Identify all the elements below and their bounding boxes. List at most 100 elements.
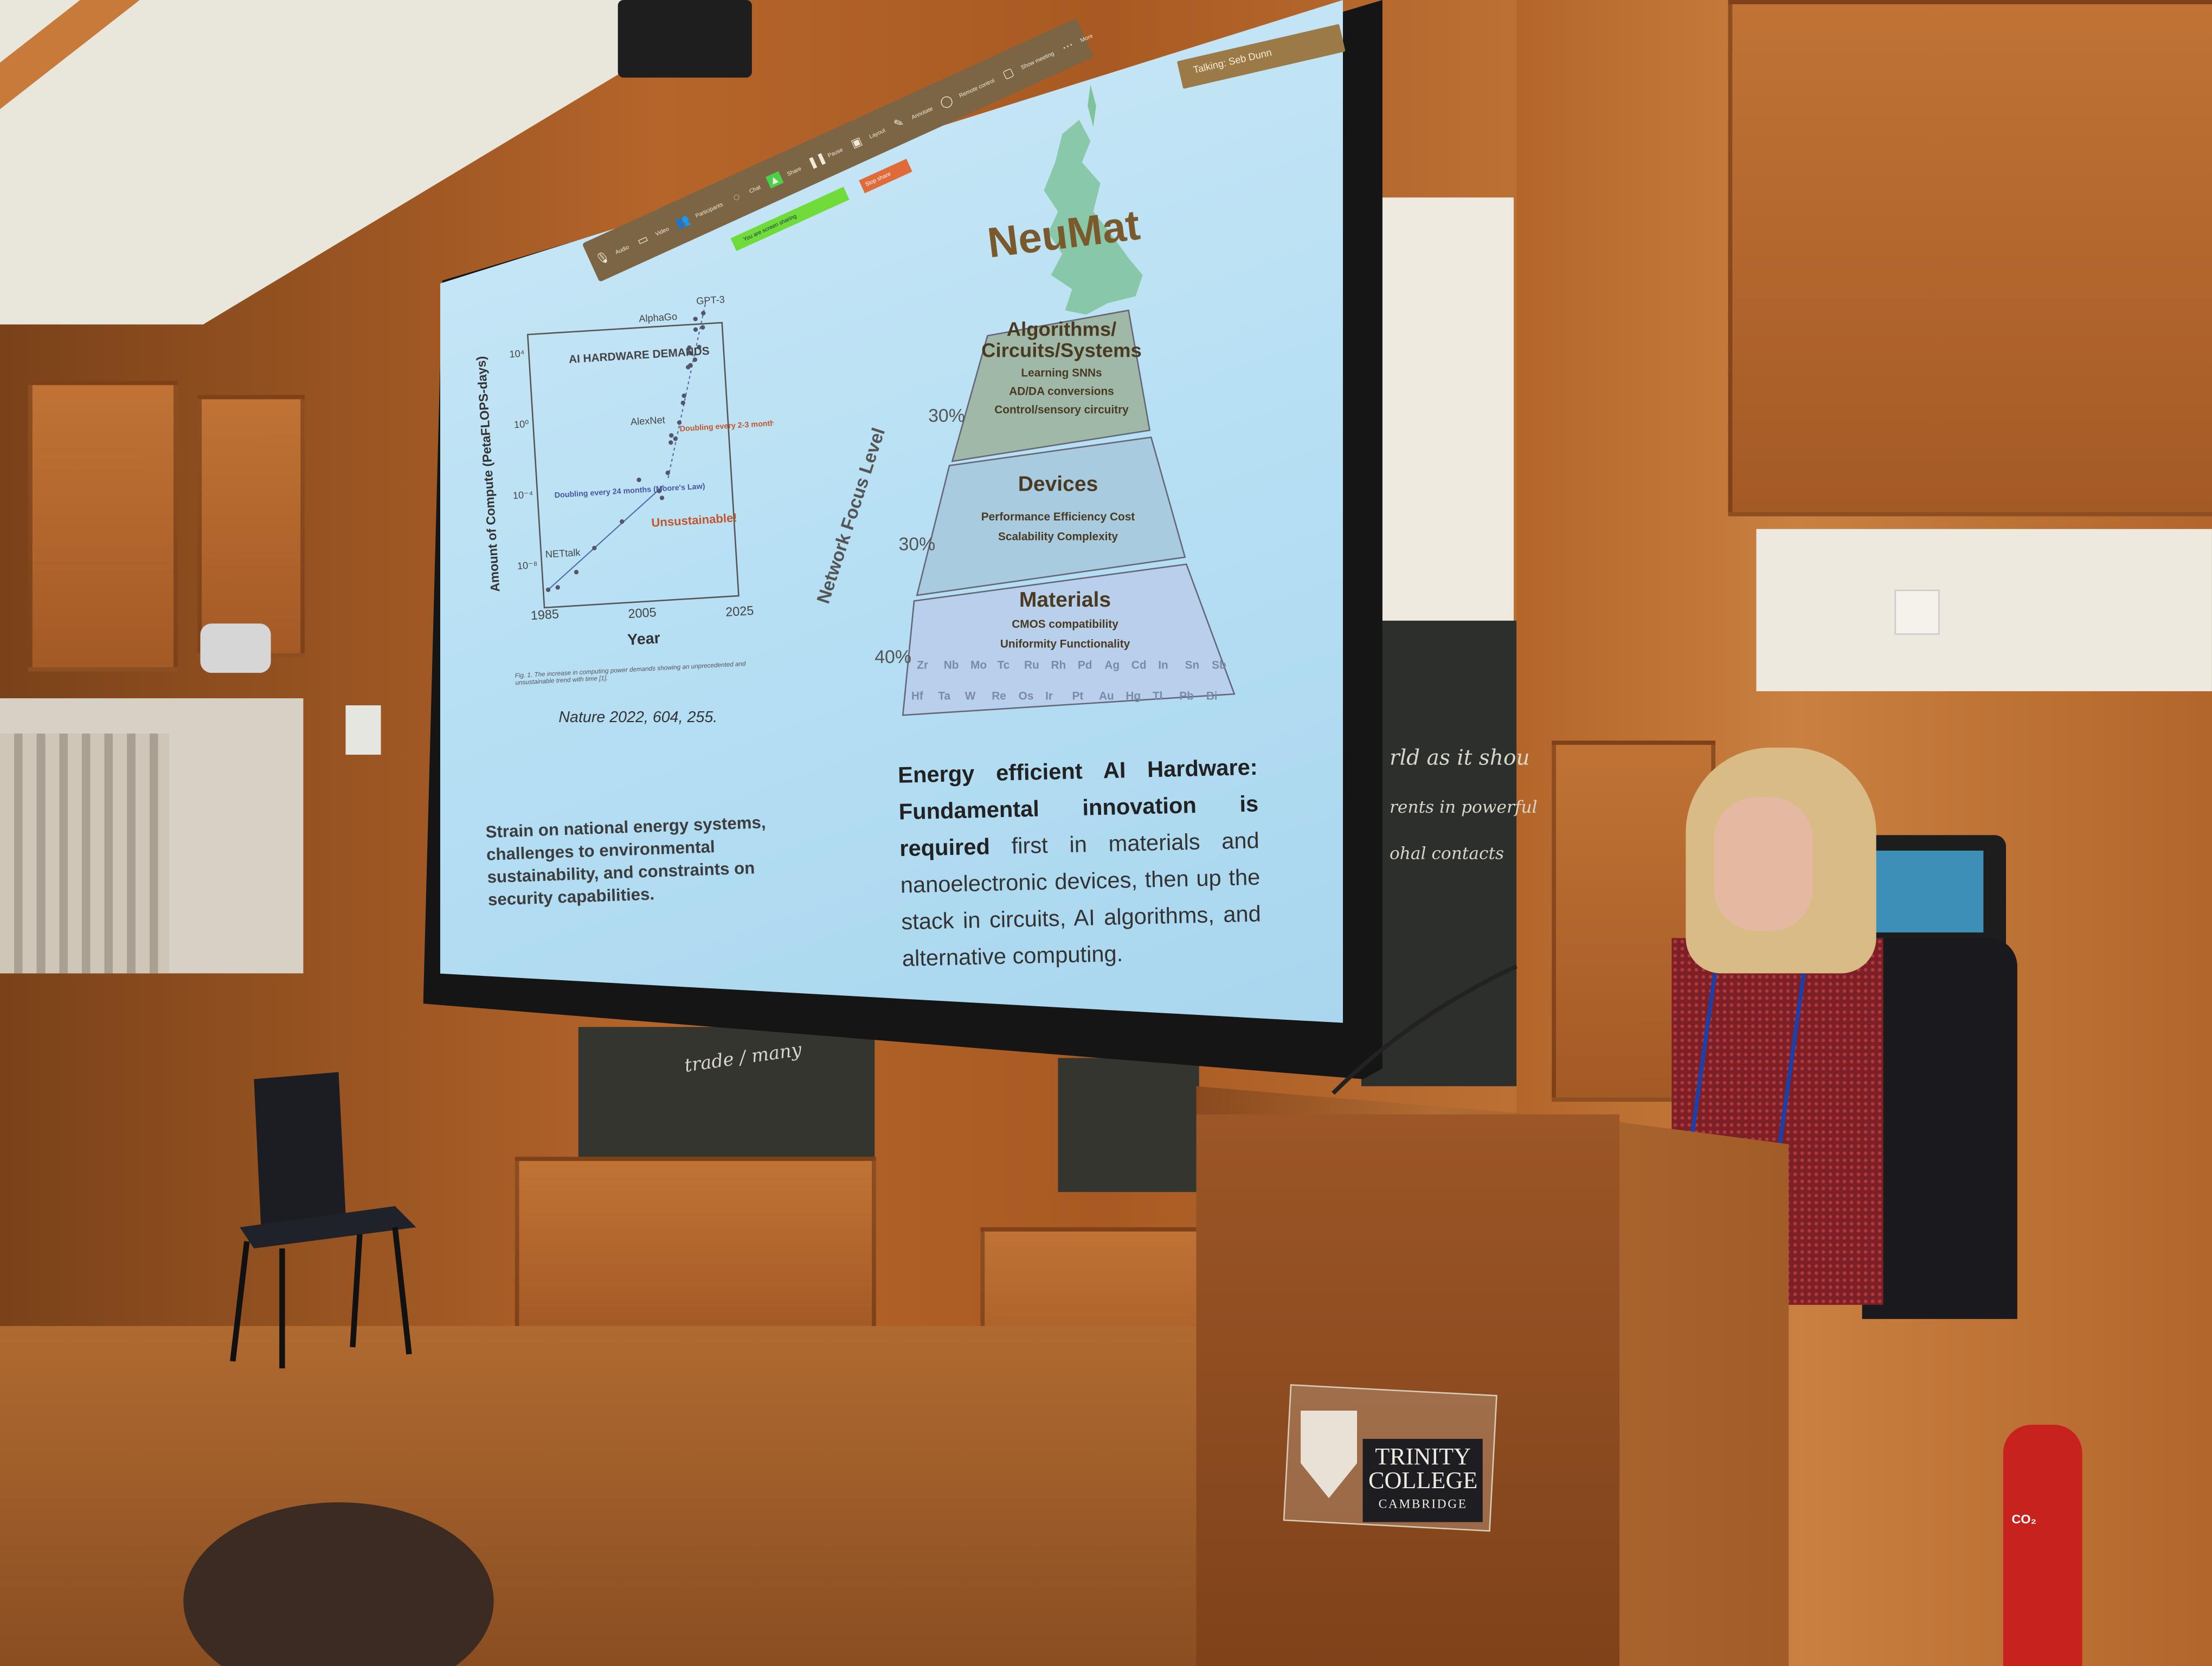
curtain [0,734,170,974]
toolbar-participants-button[interactable]: 👥Participants [673,197,725,230]
data-point [680,400,685,406]
data-point [701,311,706,316]
show-meeting-icon: ▢ [1000,65,1015,81]
audience-head [183,1502,494,1666]
periodic-element: Tc [998,659,1010,671]
ptz-camera [200,623,271,673]
logo-line: TRINITY [1375,1443,1471,1470]
annotation-ai-doubling: Doubling every 2-3 months [679,419,779,433]
periodic-element: In [1158,659,1168,671]
chat-icon: ◌ [730,189,742,204]
toolbar-label: Audio [613,242,630,255]
periodic-element: Nb [944,659,959,671]
annotation-alphago: AlphaGo [639,311,678,324]
annotation-gpt3: GPT-3 [696,294,725,306]
toolbar-layout-button[interactable]: ▣Layout [847,123,888,150]
toolbar-label: Chat [747,182,762,194]
toolbar-audio-button[interactable]: 🎙Audio [593,240,631,266]
toolbar-share-button[interactable]: ▲Share [764,162,803,188]
level-percent: 30% [928,404,965,426]
periodic-element: Hg [1126,690,1141,703]
toolbar-label: Participants [693,200,724,218]
college-logo: TRINITY COLLEGE CAMBRIDGE [1362,1439,1483,1522]
remote-control-icon: ◯ [937,92,955,110]
toolbar-label: Show meeting [1019,49,1055,70]
wall-panel [1728,0,2212,517]
level-item: Learning SNNs [1021,366,1102,379]
periodic-element: Ag [1104,659,1120,671]
data-point [620,519,625,524]
data-point [669,433,674,438]
annotation-unsustainable: Unsustainable! [651,511,738,530]
periodic-element: Ru [1024,659,1039,671]
toolbar-pause-button[interactable]: ❚❚Pause [806,143,845,170]
toolbar-chat-button[interactable]: ◌ Chat [727,180,762,205]
logo-line: CAMBRIDGE [1378,1496,1468,1511]
exit-sign [345,705,381,755]
periodic-element: Rh [1051,659,1066,671]
periodic-element: Os [1019,690,1034,703]
toolbar-annotate-button[interactable]: ✎Annotate [890,101,935,131]
data-point [574,570,579,575]
pyramid-level-materials [902,563,1236,716]
y-tick-label: 10⁻⁸ [517,559,538,571]
level-item: AD/DA conversions [1009,385,1114,398]
x-tick-label: 1985 [530,607,560,622]
y-tick-label: 10⁻⁴ [512,489,533,501]
white-wall-strip [1756,529,2212,691]
toolbar-show-meeting-button[interactable]: ▢Show meeting [999,46,1056,81]
annotation-moore: Doubling every 24 months (Moore's Law) [554,482,705,500]
data-point [687,350,692,356]
data-point [697,344,702,350]
toolbar-remote-control-button[interactable]: ◯Remote control [937,73,996,110]
periodic-element: Au [1099,690,1114,703]
data-point [657,488,661,493]
level-item: Control/sensory circuitry [994,403,1129,416]
periodic-element: Mo [970,659,987,671]
extinguisher-label: CO₂ [2011,1512,2036,1527]
data-point [693,327,698,332]
toolbar-video-button[interactable]: ▭Video [633,222,671,248]
share-screen-icon: ▲ [764,170,783,188]
toolbar-label: Pause [826,145,844,158]
uk-map-image [1044,85,1143,315]
annotation-alexnet: AlexNet [630,414,665,427]
periodic-element: Sn [1185,659,1200,671]
lower-chalkboard: trade / many [578,1027,875,1161]
toolbar-label: Share [785,164,802,177]
data-point [545,587,551,593]
wooden-floor [0,1326,1213,1666]
periodic-element: Ir [1045,690,1053,703]
toolbar-label: Video [653,224,670,237]
speaker-cardigan [1862,938,2017,1319]
periodic-element: Bi [1206,690,1218,703]
layout-icon: ▣ [848,134,864,150]
periodic-element: Sb [1212,659,1226,671]
data-point [681,393,686,398]
more-icon: ⋯ [1059,37,1076,54]
chalk-writing: ohal contacts [1389,843,1504,864]
wall-panel [28,381,178,672]
periodic-element: Zr [917,659,928,671]
fire-extinguisher: CO₂ [2003,1425,2082,1666]
ai-trend-line [667,300,707,479]
wall-panel [515,1156,876,1335]
data-point [555,585,560,590]
level-item: Scalability Complexity [998,530,1118,543]
x-tick-label: 2005 [628,605,657,621]
data-point [700,325,705,330]
periodic-element: Cd [1131,659,1147,671]
level-item: CMOS compatibility [1012,617,1118,631]
pyramid-level-devices [916,436,1186,596]
slide-right-text: Energy efficient AI Hardware: Fundamenta… [898,751,1263,979]
periodic-element: Pb [1179,690,1194,703]
moore-trend-line [548,485,664,590]
microphone [1332,964,1517,1095]
toolbar-more-button[interactable]: ⋯More [1058,29,1095,54]
level-item: Uniformity Functionality [1000,638,1130,651]
ceiling-speaker [618,0,752,78]
level-title: Devices [1018,472,1098,497]
